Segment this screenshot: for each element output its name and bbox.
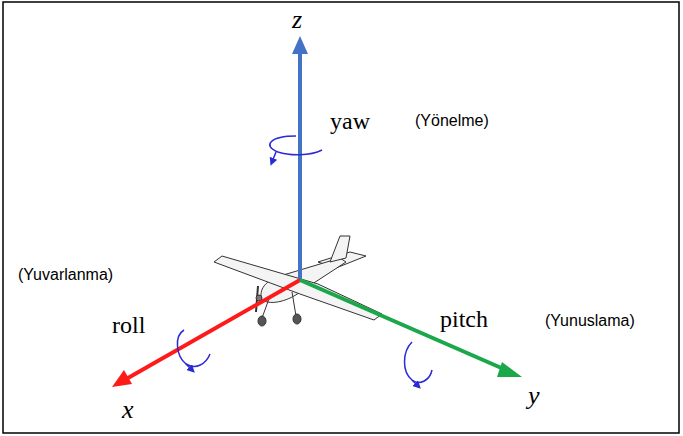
y-axis <box>300 280 506 370</box>
axis-name: x <box>122 396 134 425</box>
yaw-arrow <box>270 136 322 155</box>
turkish-term: (Yunuslama) <box>545 312 635 330</box>
pitch-arrow <box>405 342 433 382</box>
rotation-name: yaw <box>330 108 370 134</box>
axis-name: y <box>528 382 540 411</box>
turkish-term: (Yuvarlanma) <box>18 266 113 284</box>
roll-arrow <box>177 330 210 366</box>
rotation-name: pitch <box>440 306 488 332</box>
x-axis <box>128 280 300 378</box>
z-axis <box>298 52 302 280</box>
axis-name: z <box>292 6 302 35</box>
turkish-term: (Yönelme) <box>415 112 489 130</box>
rotation-name: roll <box>112 312 145 338</box>
frame <box>3 2 679 433</box>
